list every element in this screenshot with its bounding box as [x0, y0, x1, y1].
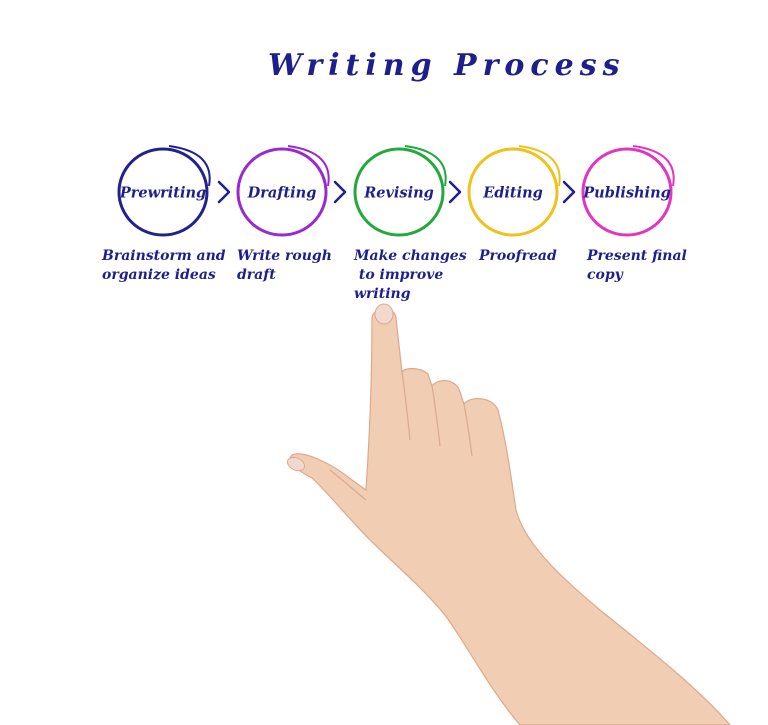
- step-circle-editing: [467, 145, 561, 237]
- finger-crease-1: [401, 371, 411, 441]
- hand-shape: [286, 303, 731, 725]
- step-ring: [236, 147, 328, 237]
- step-circle-prewriting: [117, 145, 211, 237]
- step-label-publishing: Publishing: [583, 184, 671, 202]
- step-ring-overlap: [168, 145, 211, 187]
- description-line: Make changes: [354, 248, 467, 264]
- step-ring-overlap: [518, 145, 561, 187]
- thumbnail: [286, 456, 306, 472]
- step-circle-publishing: [581, 145, 675, 237]
- step-ring-overlap: [632, 145, 675, 187]
- description-line: draft: [237, 267, 276, 283]
- step-description-publishing: Present final copy: [587, 247, 687, 285]
- diagram-title: Writing Process: [268, 48, 626, 83]
- step-ring: [117, 147, 209, 237]
- step-ring-overlap: [287, 145, 330, 187]
- step-circle-drafting: [236, 145, 330, 237]
- step-circle-revising: [353, 145, 447, 237]
- description-line: Write rough: [237, 248, 332, 264]
- finger-crease-3: [463, 403, 473, 457]
- step-label-editing: Editing: [483, 184, 543, 202]
- chevron-right-icon: [448, 180, 462, 204]
- chevron-right-icon: [333, 180, 347, 204]
- step-description-revising: Make changes to improve writing: [354, 247, 467, 304]
- hand-palm: [289, 308, 731, 725]
- step-ring: [467, 147, 559, 237]
- description-line: Proofread: [479, 248, 557, 264]
- thumb-crease: [329, 469, 367, 501]
- step-description-prewriting: Brainstorm and organize ideas: [102, 247, 226, 285]
- description-line: Brainstorm and: [102, 248, 226, 264]
- finger-crease-2: [431, 385, 441, 447]
- step-ring: [353, 147, 445, 237]
- step-label-drafting: Drafting: [247, 184, 317, 202]
- step-label-revising: Revising: [364, 184, 434, 202]
- description-line: copy: [587, 267, 623, 283]
- step-ring: [581, 147, 673, 237]
- chevron-right-icon: [562, 180, 576, 204]
- description-line: Present final: [587, 248, 687, 264]
- description-line: organize ideas: [102, 267, 216, 283]
- step-label-prewriting: Prewriting: [119, 184, 207, 202]
- description-line: to improve: [354, 267, 444, 283]
- chevron-right-icon: [217, 180, 231, 204]
- step-description-drafting: Write rough draft: [237, 247, 332, 285]
- step-description-editing: Proofread: [479, 247, 557, 266]
- fingernail: [374, 303, 394, 325]
- step-ring-overlap: [404, 145, 447, 187]
- description-line: writing: [354, 286, 411, 302]
